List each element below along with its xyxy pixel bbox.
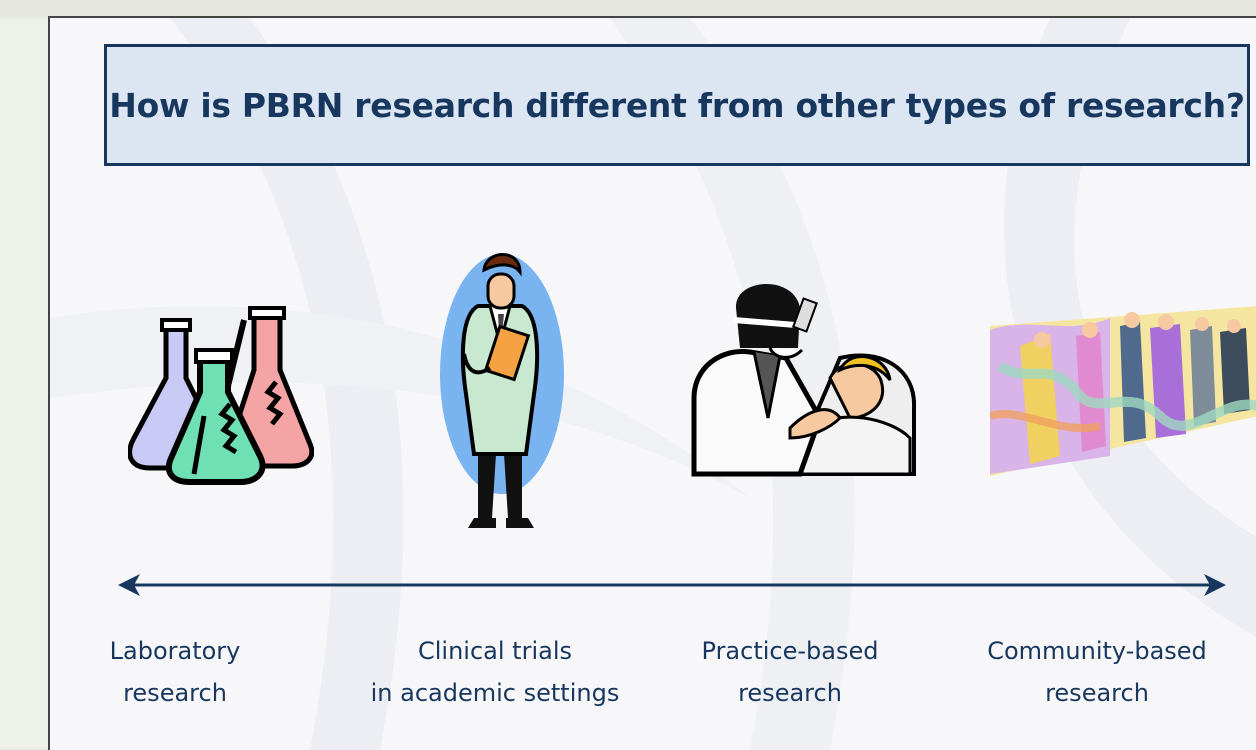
label-line: research [1045,679,1149,707]
label-line: research [123,679,227,707]
title-banner: How is PBRN research different from othe… [104,44,1250,166]
label-line: research [738,679,842,707]
window-left-margin [0,18,48,748]
crowd-people-icon [990,306,1256,476]
label-line: in academic settings [370,679,620,707]
research-spectrum-arrow [118,574,1226,596]
label-practice-based-research: Practice-based research [690,630,890,714]
label-line: Laboratory [109,637,241,665]
dentist-patient-icon [691,283,916,477]
label-laboratory-research: Laboratory research [104,630,246,714]
label-community-based-research: Community-based research [972,630,1222,714]
slide-title: How is PBRN research different from othe… [109,85,1245,125]
window-top-band [0,0,1256,18]
label-line: Clinical trials [418,637,572,665]
doctor-clipboard-icon [440,253,564,528]
presentation-slide: How is PBRN research different from othe… [48,16,1256,750]
label-line: Community-based [987,637,1207,665]
lab-flasks-icon [128,306,314,485]
label-line: Practice-based [701,637,879,665]
label-clinical-trials: Clinical trials in academic settings [350,630,640,714]
